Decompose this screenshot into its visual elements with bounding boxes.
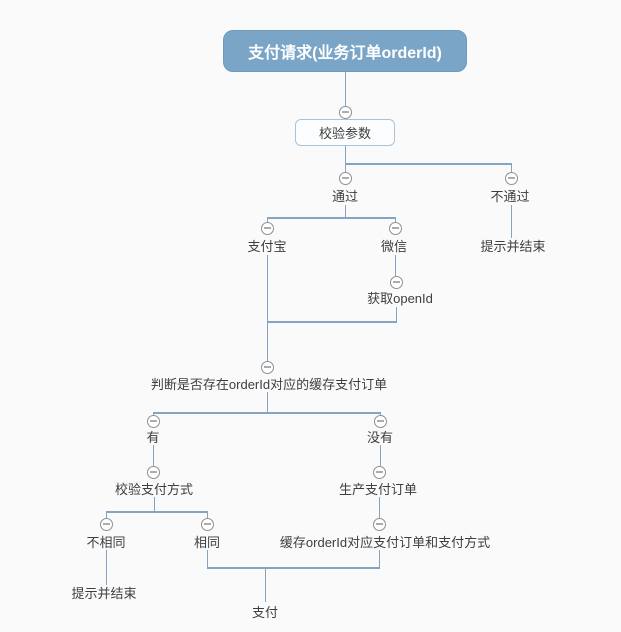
connector-line bbox=[266, 255, 268, 322]
node-fail[interactable]: 不通过 bbox=[490, 189, 530, 204]
node-not-same-end[interactable]: 提示并结束 bbox=[71, 586, 137, 601]
collapse-icon[interactable] bbox=[260, 360, 274, 374]
connector-line bbox=[206, 550, 208, 568]
connector-line bbox=[105, 550, 107, 585]
collapse-icon[interactable] bbox=[388, 221, 402, 235]
connector-line bbox=[152, 412, 381, 414]
connector-line bbox=[105, 511, 107, 518]
collapse-icon[interactable] bbox=[504, 171, 518, 185]
connector-line bbox=[344, 146, 346, 164]
collapse-icon[interactable] bbox=[389, 275, 403, 289]
collapse-icon[interactable] bbox=[338, 171, 352, 185]
connector-line bbox=[152, 412, 154, 415]
collapse-icon[interactable] bbox=[372, 517, 386, 531]
node-fail-end[interactable]: 提示并结束 bbox=[480, 239, 546, 254]
connector-line bbox=[510, 163, 512, 172]
node-has[interactable]: 有 bbox=[146, 430, 160, 445]
connector-line bbox=[510, 205, 512, 238]
connector-line bbox=[344, 163, 512, 165]
collapse-icon[interactable] bbox=[146, 465, 160, 479]
collapse-icon[interactable] bbox=[200, 517, 214, 531]
connector-line bbox=[344, 205, 346, 218]
connector-line bbox=[152, 445, 154, 466]
connector-line bbox=[378, 550, 380, 568]
node-validate-params[interactable]: 校验参数 bbox=[295, 119, 395, 146]
connector-line bbox=[344, 163, 346, 172]
node-alipay[interactable]: 支付宝 bbox=[247, 239, 287, 254]
node-pay[interactable]: 支付 bbox=[251, 605, 279, 620]
connector-line bbox=[266, 392, 268, 413]
node-same[interactable]: 相同 bbox=[193, 535, 221, 550]
node-pass[interactable]: 通过 bbox=[331, 189, 359, 204]
connector-line bbox=[266, 217, 396, 219]
connector-line bbox=[264, 567, 266, 602]
node-verify-pay-method[interactable]: 校验支付方式 bbox=[114, 482, 194, 497]
collapse-icon[interactable] bbox=[338, 105, 352, 119]
connector-line bbox=[266, 321, 268, 361]
connector-line bbox=[153, 497, 155, 512]
connector-line bbox=[206, 511, 208, 518]
node-check-cache[interactable]: 判断是否存在orderId对应的缓存支付订单 bbox=[150, 377, 388, 392]
connector-line bbox=[105, 511, 208, 513]
collapse-icon[interactable] bbox=[373, 414, 387, 428]
node-root[interactable]: 支付请求(业务订单orderId) bbox=[223, 30, 467, 72]
connector-line bbox=[379, 445, 381, 466]
collapse-icon[interactable] bbox=[372, 465, 386, 479]
connector-line bbox=[266, 217, 268, 222]
collapse-icon[interactable] bbox=[260, 221, 274, 235]
node-not-same[interactable]: 不相同 bbox=[86, 535, 126, 550]
connector-line bbox=[206, 567, 380, 569]
collapse-icon[interactable] bbox=[99, 517, 113, 531]
connector-line bbox=[395, 307, 397, 322]
connector-line bbox=[378, 497, 380, 518]
connector-line bbox=[394, 255, 396, 276]
node-has-not[interactable]: 没有 bbox=[366, 430, 394, 445]
connector-line bbox=[379, 412, 381, 415]
node-cache-store[interactable]: 缓存orderId对应支付订单和支付方式 bbox=[279, 535, 491, 550]
node-get-openid[interactable]: 获取openId bbox=[367, 291, 433, 306]
connector-line bbox=[266, 321, 397, 323]
collapse-icon[interactable] bbox=[146, 414, 160, 428]
connector-line bbox=[344, 72, 346, 106]
node-wechat[interactable]: 微信 bbox=[380, 239, 408, 254]
node-create-pay-order[interactable]: 生产支付订单 bbox=[338, 482, 418, 497]
connector-line bbox=[394, 217, 396, 222]
